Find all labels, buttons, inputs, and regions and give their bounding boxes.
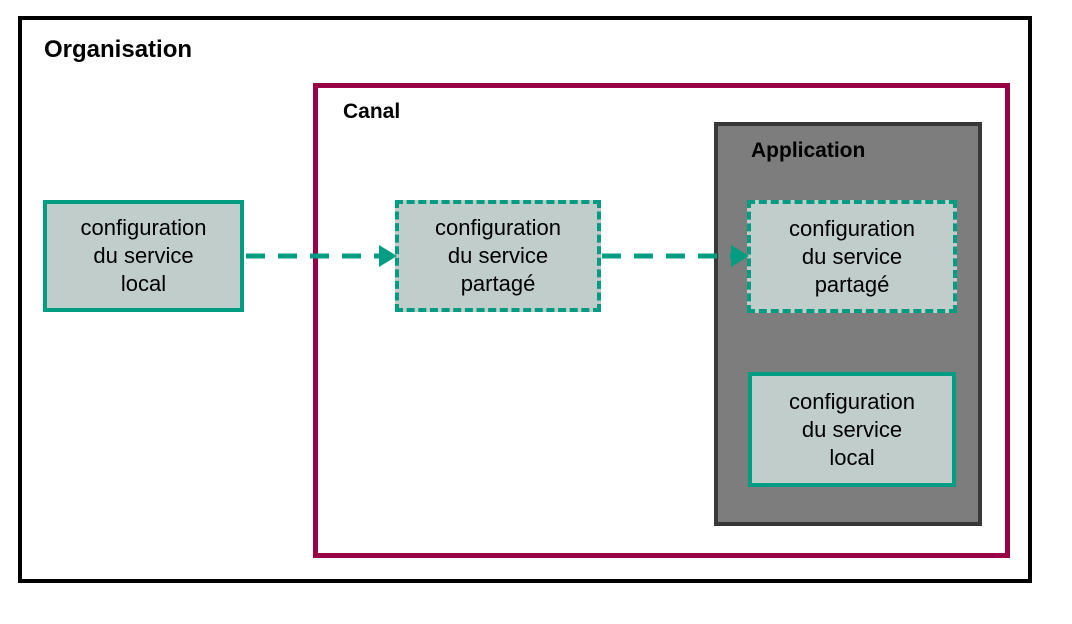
node-text-line: du service xyxy=(801,243,903,269)
node-text-line: partagé xyxy=(460,271,536,296)
application-label: Application xyxy=(751,139,866,162)
node-text-line: configuration xyxy=(435,215,561,240)
organisation-label: Organisation xyxy=(44,36,193,63)
node-config-service-partage-canal: configuration du service partagé xyxy=(395,200,601,312)
node-text-line: local xyxy=(120,271,167,296)
node-text-line: configuration xyxy=(789,215,915,241)
node-text-line: local xyxy=(829,444,875,470)
node-config-service-local-application: configuration du service local xyxy=(748,372,956,487)
node-text-line: du service xyxy=(801,416,903,442)
node-text-line: configuration xyxy=(80,215,207,240)
node-text-line: configuration xyxy=(789,388,915,414)
node-config-service-partage-application: configuration du service partagé xyxy=(747,200,957,313)
node-text-line: du service xyxy=(447,243,549,268)
canal-container: Canal xyxy=(313,83,1010,558)
canal-label: Canal xyxy=(343,100,401,123)
node-config-service-local-organisation: configuration du service local xyxy=(43,200,244,312)
node-text-line: du service xyxy=(93,243,194,268)
node-text-line: partagé xyxy=(814,271,890,297)
organisation-container: Organisation xyxy=(18,16,1032,583)
